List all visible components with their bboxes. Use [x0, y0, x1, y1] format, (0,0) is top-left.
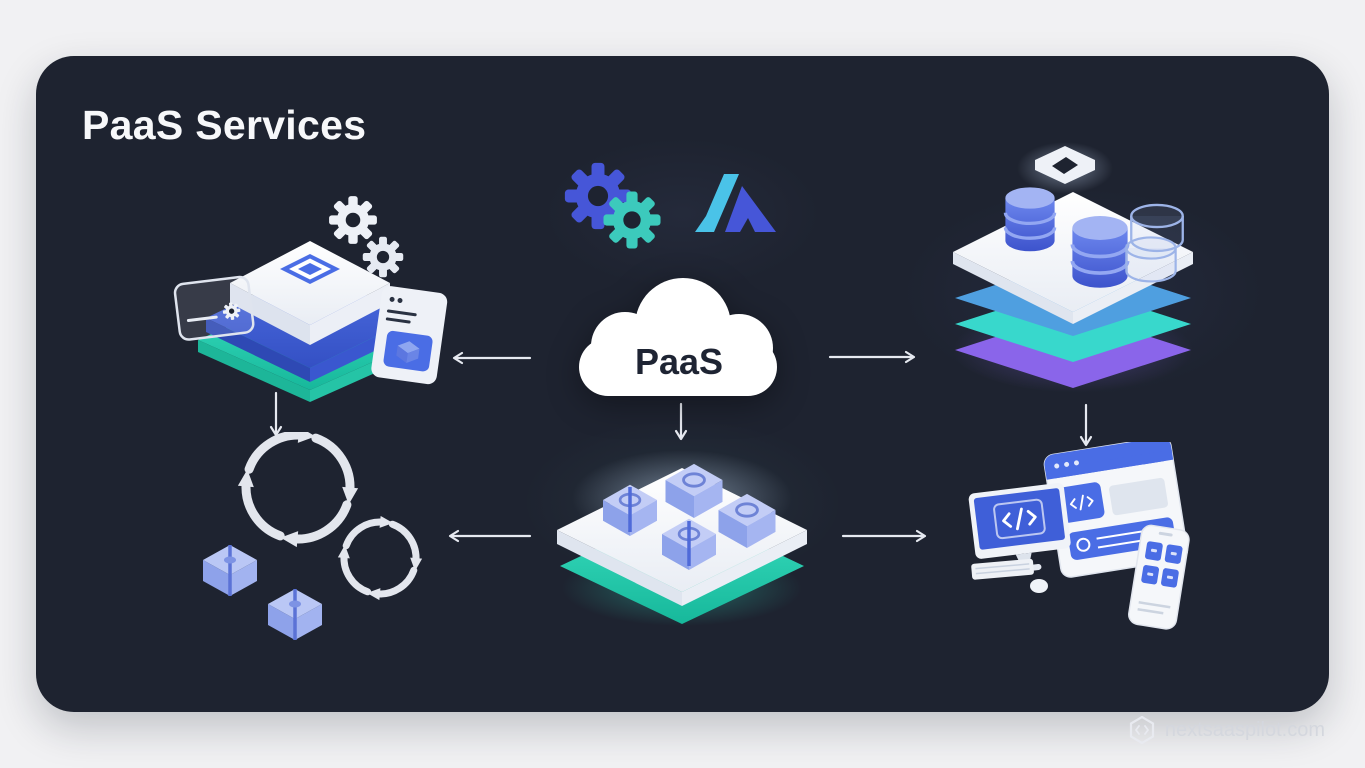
- database-layer-stack-icon: [953, 142, 1193, 392]
- devices-code-icon: [968, 442, 1190, 630]
- mouse: [1030, 579, 1048, 593]
- cloud-label: PaaS: [635, 341, 723, 382]
- container-platform-icon: [557, 450, 807, 626]
- ghost-cylinder-icon: [1125, 236, 1177, 283]
- sync-cycle-large: [237, 432, 359, 548]
- gear-white-icon: [329, 196, 377, 244]
- app-tile-icon: [280, 254, 340, 284]
- watermark: nextsaaspilot.com: [1129, 716, 1325, 744]
- page-title: PaaS Services: [82, 102, 367, 148]
- database-cylinder-icon: [1003, 185, 1057, 253]
- keyboard: [971, 558, 1034, 580]
- azure-right-shape: [725, 186, 776, 232]
- paas-cloud-node: PaaS: [579, 278, 777, 396]
- bracket-badge-icon: [1017, 142, 1113, 194]
- watermark-text: nextsaaspilot.com: [1164, 718, 1325, 741]
- azure-logo-icon: [695, 174, 776, 232]
- app-platform-stack-icon: [173, 196, 448, 402]
- gears-icon: [564, 162, 661, 249]
- package-box-icon: [201, 543, 259, 598]
- package-box-icon: [266, 587, 324, 642]
- desktop-monitor: [968, 482, 1071, 574]
- azure-left-shape: [695, 174, 739, 232]
- gear-teal-icon: [603, 191, 661, 249]
- database-cylinder-icon: [1070, 214, 1130, 290]
- config-card-left: [173, 275, 255, 341]
- sync-cycle-small: [337, 515, 423, 601]
- cloud-shape: [579, 278, 777, 396]
- cube-glyph: [396, 341, 420, 364]
- hexagon-code-logo-icon: [1129, 716, 1155, 744]
- config-card-right: [371, 286, 448, 385]
- package-sync-cycle-icon: [201, 432, 423, 642]
- smartphone: [1128, 524, 1190, 630]
- gear-white-small-icon: [362, 236, 404, 278]
